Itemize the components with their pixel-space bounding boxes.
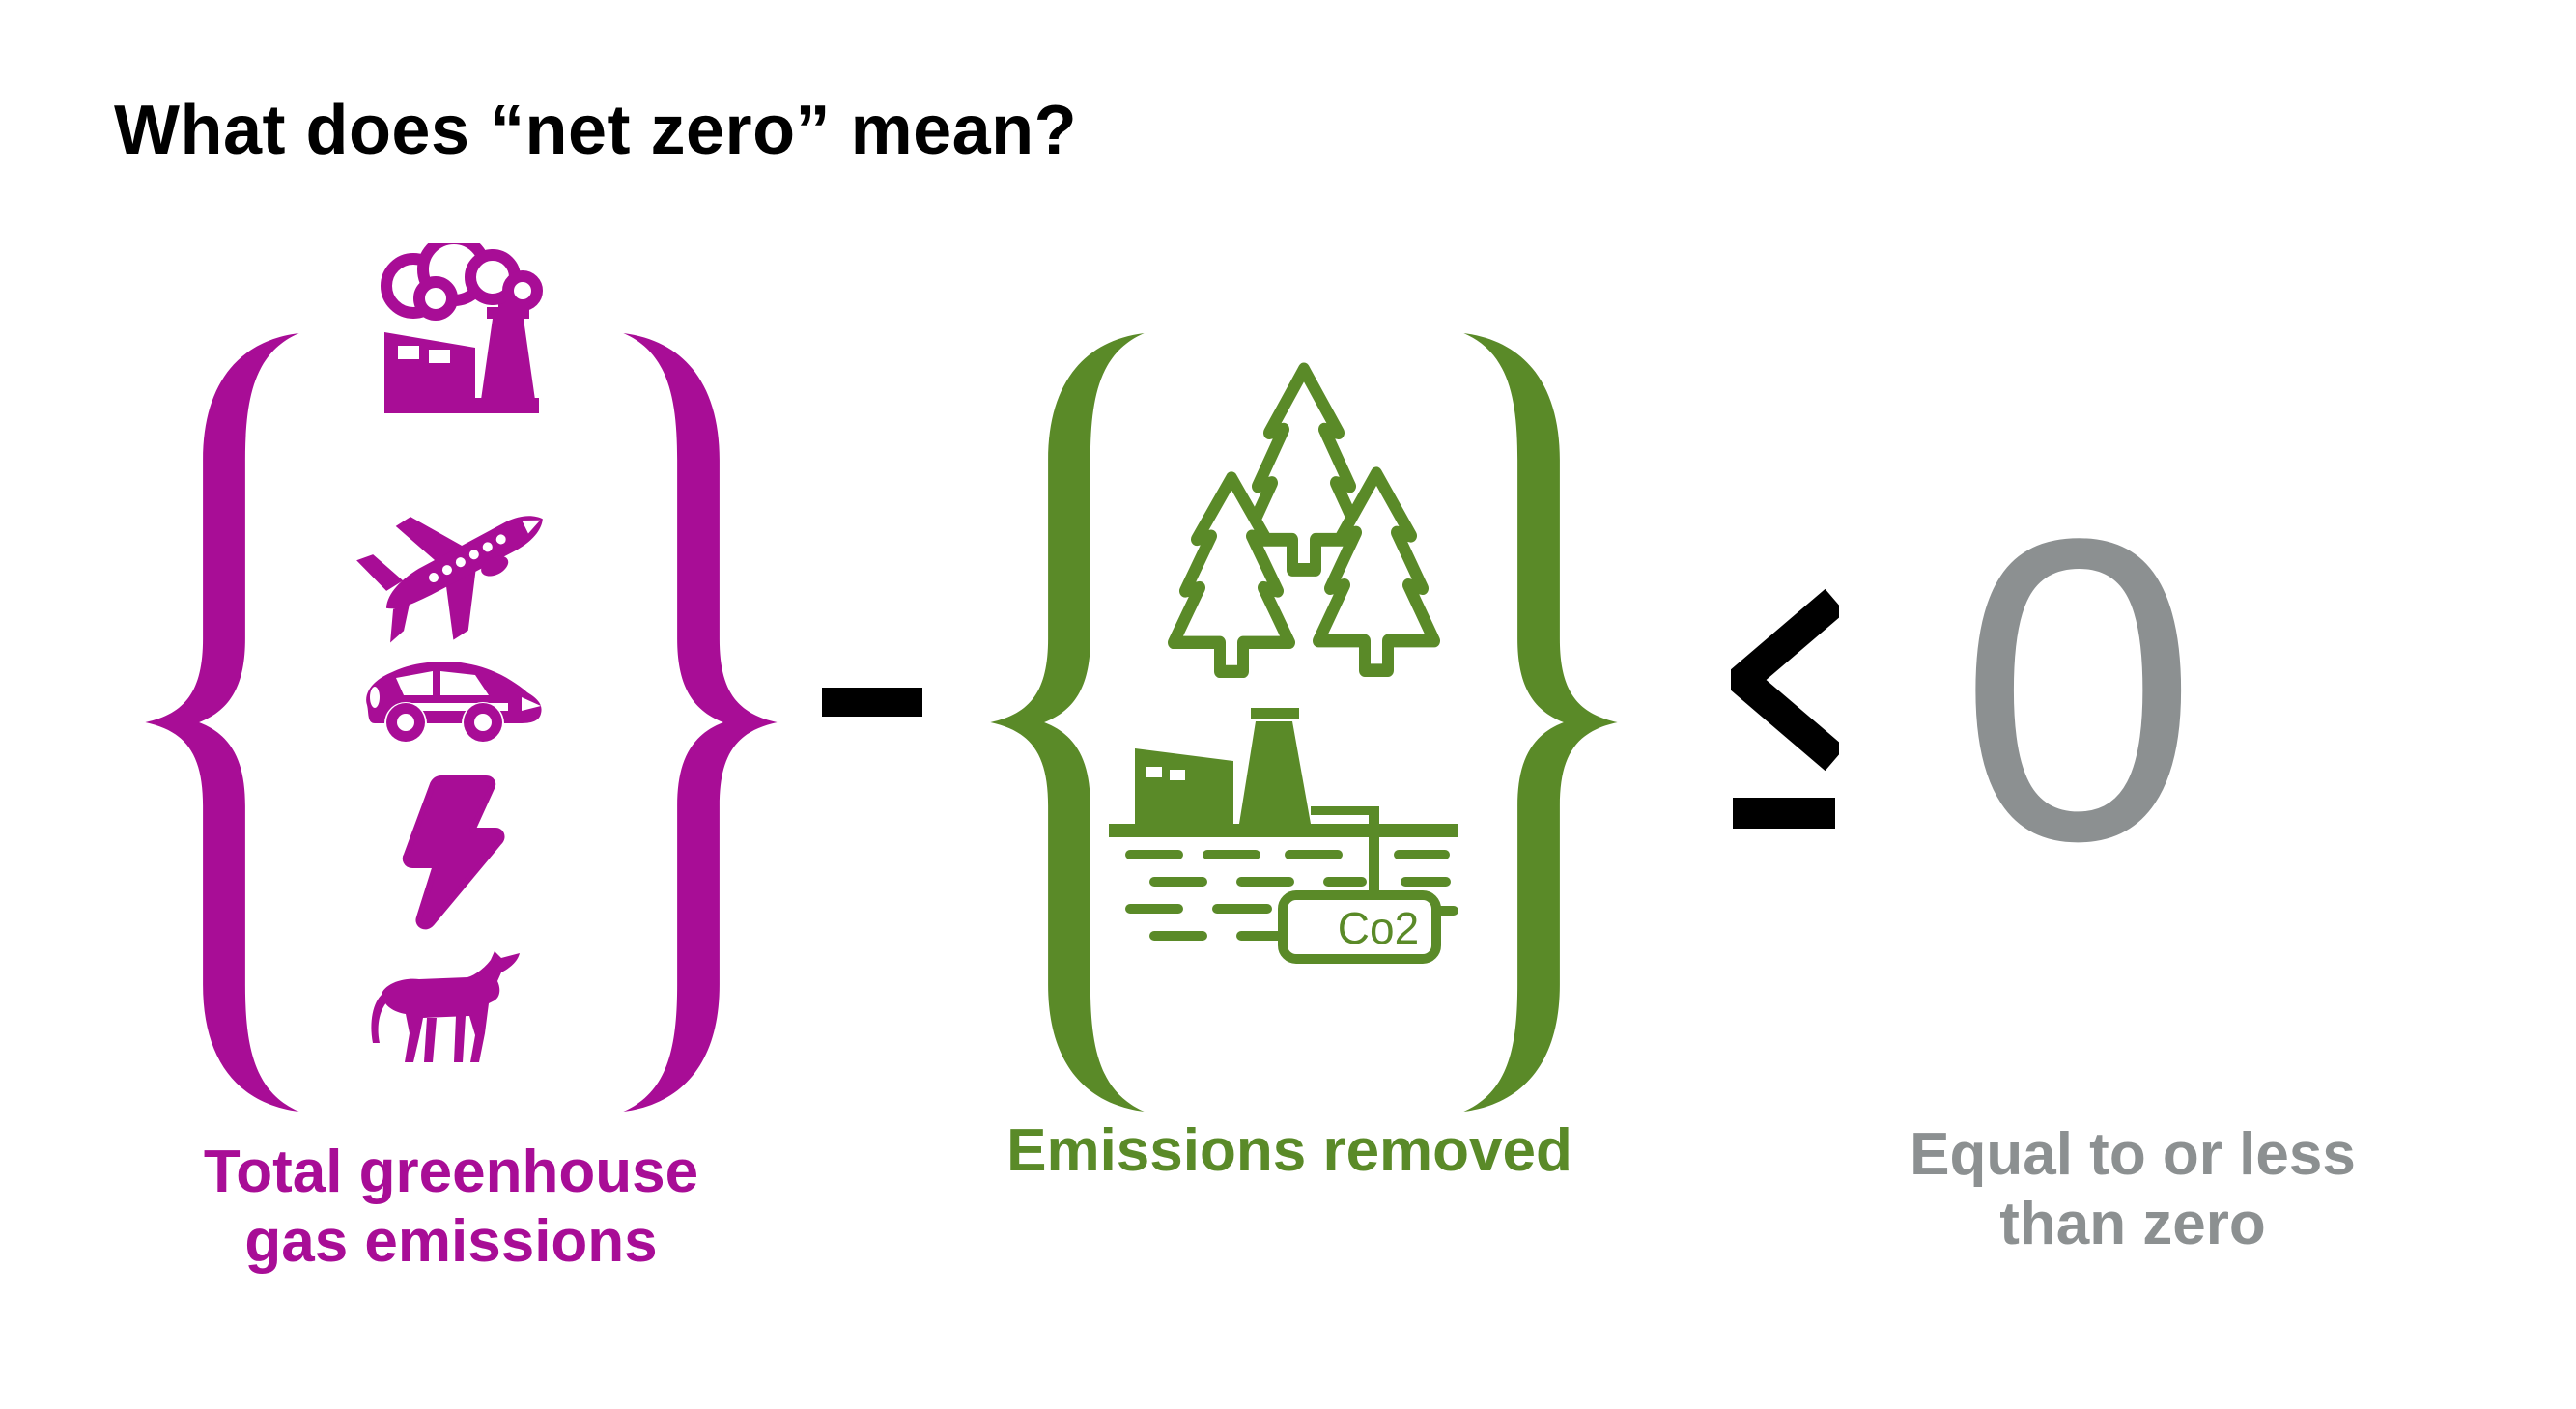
removals-close-brace (1463, 333, 1618, 1112)
factory-emissions-icon (381, 243, 543, 413)
removals-group-label: Emissions removed (1006, 1117, 1572, 1184)
less-than-or-equal-operator (1731, 588, 1839, 829)
car-icon (366, 661, 542, 742)
cow-icon (371, 951, 520, 1062)
result-label: Equal to or less than zero (1843, 1120, 2422, 1259)
result-label-line2: than zero (1999, 1191, 2266, 1257)
pine-trees-icon (1159, 359, 1449, 678)
minus-operator (822, 688, 922, 717)
emissions-close-brace (623, 333, 778, 1112)
emissions-label-line2: gas emissions (244, 1208, 658, 1275)
result-label-line1: Equal to or less (1910, 1121, 2356, 1188)
electricity-bolt-icon (402, 775, 505, 930)
emissions-group-label: Total greenhouse gas emissions (161, 1138, 741, 1277)
co2-box-label: Co2 (1338, 903, 1419, 953)
emissions-label-line1: Total greenhouse (203, 1139, 699, 1205)
carbon-capture-factory-icon: Co2 (1109, 708, 1458, 964)
emissions-open-brace (145, 333, 299, 1112)
airplane-icon (356, 516, 543, 643)
page-title: What does “net zero” mean? (114, 92, 1078, 169)
zero-value: 0 (1959, 450, 2198, 930)
